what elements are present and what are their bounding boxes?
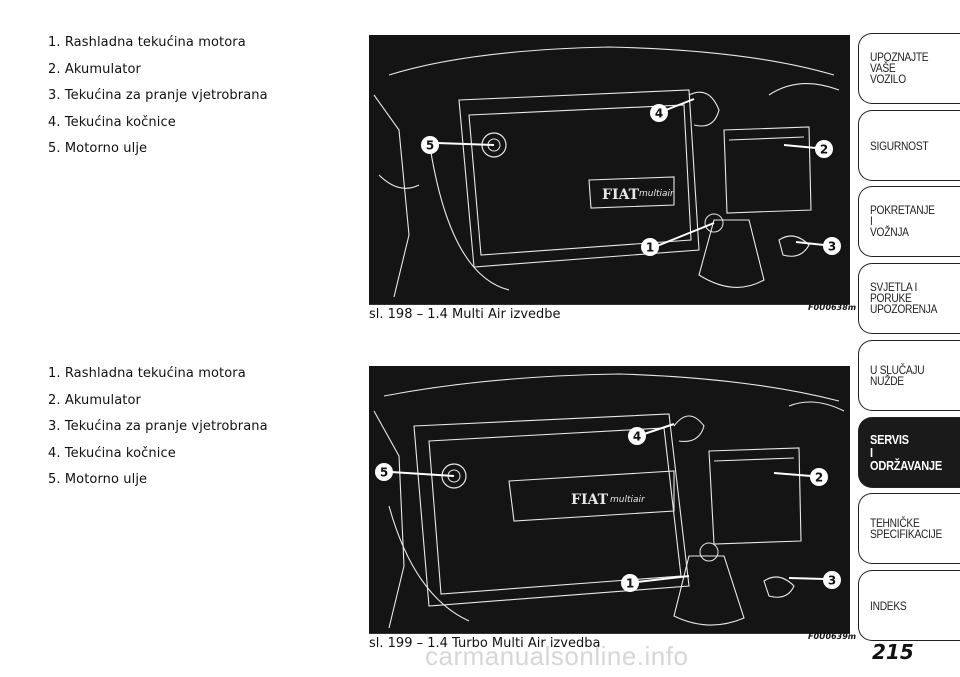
svg-text:5: 5	[380, 466, 388, 480]
svg-text:FIAT: FIAT	[571, 492, 609, 508]
tab-label: TEHNIČKE SPECIFIKACIJE	[870, 516, 943, 541]
svg-text:multiair: multiair	[639, 189, 675, 199]
svg-text:4: 4	[655, 107, 663, 121]
list-item: 4. Tekućina kočnice	[48, 114, 176, 130]
engine-bay-figure-199: FIAT multiair 5 4 2 1 3	[369, 366, 850, 633]
svg-text:4: 4	[633, 430, 641, 444]
tab-servis[interactable]: SERVIS I ODRŽAVANJE	[858, 417, 960, 488]
figure-code-199: F0U0639m	[808, 632, 857, 641]
engine-bay-figure-198: FIAT multiair 5 4 2 1 3	[369, 35, 850, 304]
list-item: 1. Rashladna tekućina motora	[48, 366, 246, 381]
tab-upoznajte[interactable]: UPOZNAJTE VAŠE VOZILO	[858, 33, 960, 104]
caption-rule-198	[369, 304, 850, 305]
tab-indeks[interactable]: INDEKS	[858, 570, 960, 641]
watermark: carmanualsonline.info	[425, 641, 689, 671]
tab-label: INDEKS	[870, 599, 907, 613]
component-list-2: 1. Rashladna tekućina motora 2. Akumulat…	[48, 361, 268, 494]
list-item: 1. Rashladna tekućina motora	[48, 35, 246, 50]
list-item: 5. Motorno ulje	[48, 472, 148, 487]
list-item: 2. Akumulator	[48, 61, 141, 77]
figure-caption-199: sl. 199 – 1.4 Turbo Multi Air izvedba	[369, 636, 601, 651]
tab-label: U SLUČAJU NUŽDE	[870, 363, 925, 388]
tab-label: SERVIS I ODRŽAVANJE	[870, 432, 942, 473]
svg-text:multiair: multiair	[610, 495, 646, 505]
tab-tehnicke[interactable]: TEHNIČKE SPECIFIKACIJE	[858, 493, 960, 564]
svg-text:3: 3	[828, 240, 836, 254]
svg-text:3: 3	[828, 574, 836, 588]
list-item: 3. Tekućina za pranje vjetrobrana	[48, 419, 268, 434]
svg-text:2: 2	[815, 471, 823, 485]
svg-text:2: 2	[820, 143, 828, 157]
tab-u-slucaju[interactable]: U SLUČAJU NUŽDE	[858, 340, 960, 411]
tab-label: SIGURNOST	[870, 139, 929, 153]
svg-text:FIAT: FIAT	[602, 187, 640, 203]
svg-text:1: 1	[626, 577, 634, 591]
caption-rule-199	[369, 633, 850, 634]
tab-label: POKRETANJE I VOŽNJA	[870, 203, 935, 239]
list-item: 5. Motorno ulje	[48, 141, 148, 156]
tab-label: UPOZNAJTE VAŠE VOZILO	[870, 50, 929, 86]
list-item: 2. Akumulator	[48, 392, 141, 408]
tab-sigurnost[interactable]: SIGURNOST	[858, 110, 960, 181]
tab-label: SVJETLA I PORUKE UPOZORENJA	[870, 280, 938, 316]
svg-text:1: 1	[646, 241, 654, 255]
component-list-1: 1. Rashladna tekućina motora 2. Akumulat…	[48, 30, 268, 163]
page-number: 215	[872, 640, 914, 664]
figure-code-198: F0U0638m	[808, 303, 857, 312]
list-item: 3. Tekućina za pranje vjetrobrana	[48, 88, 268, 103]
svg-text:5: 5	[426, 139, 434, 153]
tab-pokretanje[interactable]: POKRETANJE I VOŽNJA	[858, 186, 960, 257]
tab-svjetla[interactable]: SVJETLA I PORUKE UPOZORENJA	[858, 263, 960, 334]
list-item: 4. Tekućina kočnice	[48, 445, 176, 461]
figure-caption-198: sl. 198 – 1.4 Multi Air izvedbe	[369, 307, 561, 322]
